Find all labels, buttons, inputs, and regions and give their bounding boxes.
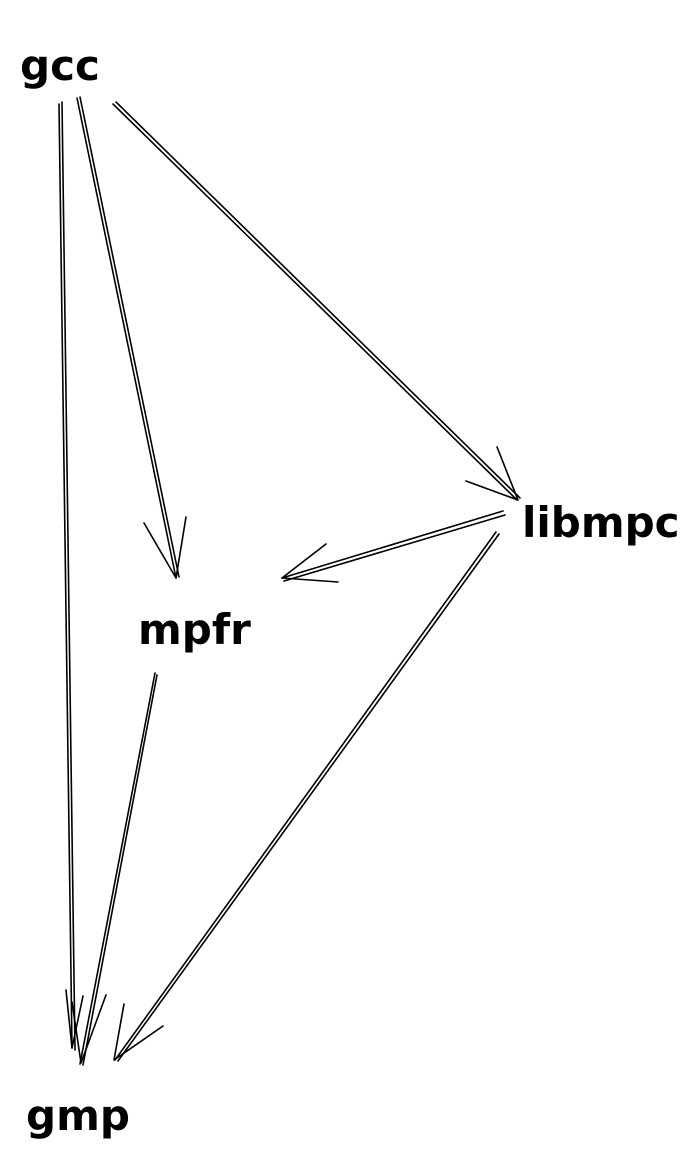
edge-libmpc-gmp — [113, 531, 500, 1062]
node-gcc: gcc — [20, 41, 100, 90]
node-gmp: gmp — [26, 1091, 130, 1140]
edge-libmpc-mpfr — [281, 510, 506, 583]
node-libmpc: libmpc — [522, 498, 680, 547]
edge-mpfr-gmp — [71, 672, 158, 1066]
node-mpfr: mpfr — [138, 605, 251, 654]
edge-gcc-libmpc — [112, 101, 521, 501]
edge-gcc-gmp — [58, 101, 84, 1051]
edge-gcc-mpfr — [76, 96, 187, 579]
